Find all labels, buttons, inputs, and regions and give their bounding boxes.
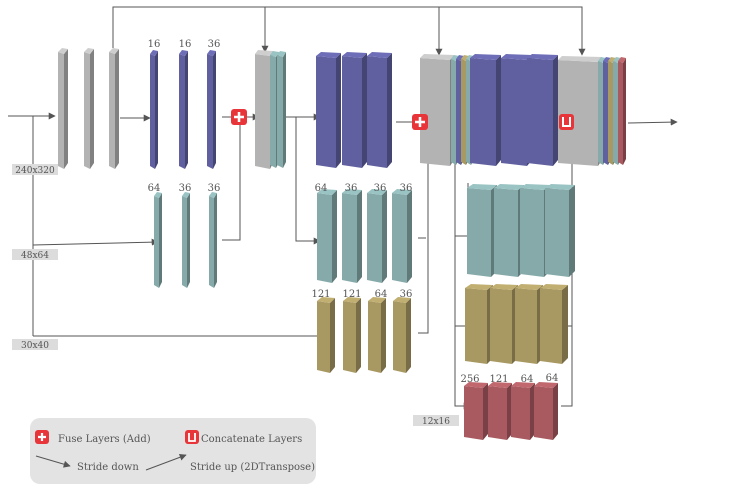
channel-label: 64 xyxy=(148,183,161,194)
layer-block xyxy=(527,54,558,166)
add-icon xyxy=(412,114,428,130)
stride-down-arrow-icon xyxy=(35,455,71,468)
layer-block xyxy=(316,52,341,168)
channel-label: 121 xyxy=(311,289,330,300)
channel-label: 36 xyxy=(400,289,413,300)
legend-down-label: Stride down xyxy=(77,462,139,473)
concat-icon xyxy=(185,430,199,444)
layer-block xyxy=(209,192,217,288)
layer-block xyxy=(58,48,68,169)
resolution-tag: 30x40 xyxy=(21,341,49,351)
resolution-tags: 240x320 48x64 30x40 12x16 xyxy=(12,164,459,427)
layer-block xyxy=(618,57,626,165)
channel-labels: 16 16 36 64 36 36 64 36 36 36 121 121 64… xyxy=(148,39,559,385)
layer-block xyxy=(150,50,158,169)
channel-label: 64 xyxy=(546,373,559,384)
channel-label: 36 xyxy=(208,183,221,194)
channel-label: 64 xyxy=(375,289,388,300)
stride-up-arrow-icon xyxy=(145,453,187,471)
layer-block xyxy=(494,184,524,277)
layer-block xyxy=(393,297,411,373)
layer-block xyxy=(317,297,335,373)
layer-block xyxy=(540,284,568,364)
channel-label: 64 xyxy=(315,183,328,194)
channel-label: 256 xyxy=(460,374,479,385)
layer-block xyxy=(277,51,286,168)
layer-block xyxy=(109,48,119,169)
layer-block xyxy=(367,52,392,168)
legend-fuse-label: Fuse Layers (Add) xyxy=(58,434,151,445)
layer-block xyxy=(511,382,535,440)
layer-block xyxy=(467,184,497,277)
layer-block xyxy=(179,50,188,169)
layer-block xyxy=(490,284,518,364)
layer-blocks xyxy=(58,48,626,440)
layer-block xyxy=(207,50,216,169)
channel-label: 36 xyxy=(179,183,192,194)
layer-block xyxy=(464,382,488,440)
legend-up-label: Stride up (2DTranspose) xyxy=(190,462,315,473)
concat-icon xyxy=(559,114,574,130)
channel-label: 36 xyxy=(208,39,221,50)
layer-block xyxy=(367,189,387,283)
channel-label: 121 xyxy=(342,289,361,300)
layer-block xyxy=(154,192,162,288)
legend-concat-label: Concatenate Layers xyxy=(201,434,302,445)
add-icon xyxy=(231,109,247,125)
layer-block xyxy=(534,382,558,440)
channel-label: 16 xyxy=(148,39,161,50)
channel-label: 36 xyxy=(400,183,413,194)
layer-block xyxy=(182,192,190,288)
resolution-tag: 12x16 xyxy=(422,417,450,427)
layer-block xyxy=(488,382,512,440)
layer-block xyxy=(84,48,94,169)
channel-label: 16 xyxy=(179,39,192,50)
layer-block xyxy=(545,184,575,277)
resolution-tag: 48x64 xyxy=(21,251,49,261)
layer-block xyxy=(342,189,362,283)
layer-block xyxy=(515,284,543,364)
resolution-tag: 240x320 xyxy=(15,166,55,176)
layer-block xyxy=(420,54,454,166)
layer-block xyxy=(317,189,337,283)
layer-block xyxy=(343,297,361,373)
layer-block xyxy=(470,54,501,166)
add-icon xyxy=(35,430,49,444)
layer-block xyxy=(465,284,493,364)
channel-label: 121 xyxy=(489,374,508,385)
layer-block xyxy=(368,297,386,373)
channel-label: 64 xyxy=(521,374,534,385)
layer-block xyxy=(342,52,367,168)
legend: Fuse Layers (Add) Concatenate Layers Str… xyxy=(30,418,316,484)
layer-block xyxy=(392,189,412,283)
channel-label: 36 xyxy=(374,183,387,194)
layer-block xyxy=(558,56,602,166)
channel-label: 36 xyxy=(345,183,358,194)
